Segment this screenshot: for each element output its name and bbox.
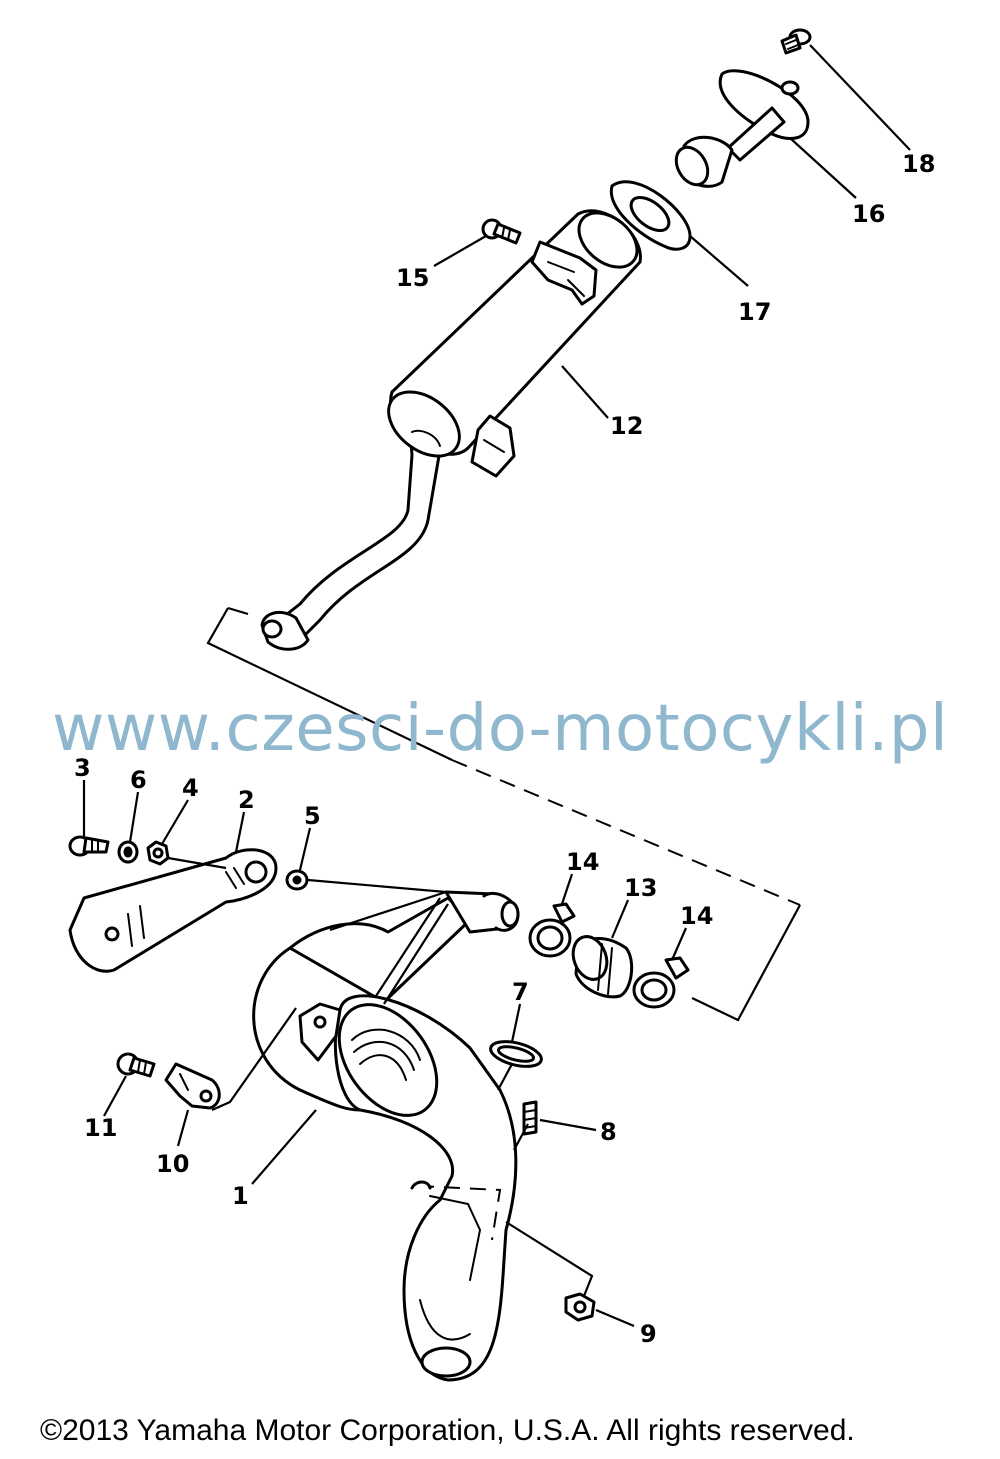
joint-13-icon <box>571 935 634 999</box>
washer-5-icon <box>285 869 309 891</box>
callout-14-left: 14 <box>566 848 599 876</box>
lower-assembly-lines <box>167 856 594 1297</box>
stay-2-icon <box>68 848 278 973</box>
callout-14-right: 14 <box>680 902 713 930</box>
washer-6-icon <box>117 840 139 864</box>
callout-9: 9 <box>640 1320 657 1348</box>
clamp-14-left-icon <box>528 902 576 958</box>
screw-18-icon <box>780 28 812 55</box>
callout-8: 8 <box>600 1118 617 1146</box>
callout-7: 7 <box>512 978 529 1006</box>
expansion-chamber <box>252 896 518 1382</box>
upper-leader-lines <box>433 44 911 419</box>
chamber-inlet-stub <box>444 890 520 934</box>
nut-4-icon <box>146 840 170 866</box>
bracket-10-icon <box>164 1062 221 1110</box>
callout-labels: 1 2 3 4 5 6 7 8 9 10 11 12 13 14 14 15 1… <box>74 150 935 1348</box>
clamp-14-right-icon <box>632 956 690 1009</box>
callout-4: 4 <box>182 774 199 802</box>
callout-18: 18 <box>902 150 935 178</box>
muffler-body <box>387 209 642 478</box>
watermark-text: www.czesci-do-motocykli.pl <box>52 692 949 766</box>
nut-9-icon <box>564 1292 596 1322</box>
callout-12: 12 <box>610 412 643 440</box>
lower-leader-lines <box>82 780 688 1328</box>
callout-16: 16 <box>852 200 885 228</box>
bolt-11-icon <box>116 1052 156 1078</box>
bolt-15-icon <box>481 218 522 245</box>
assembly-boundary-lines <box>206 606 801 1022</box>
callout-15: 15 <box>396 264 429 292</box>
callout-10: 10 <box>156 1150 189 1178</box>
o-ring-7-icon <box>489 1040 543 1068</box>
callout-11: 11 <box>84 1114 117 1142</box>
callout-17: 17 <box>738 298 771 326</box>
callout-1: 1 <box>232 1182 249 1210</box>
spark-arrester-16-icon <box>674 69 810 188</box>
callout-3: 3 <box>74 754 91 782</box>
callout-6: 6 <box>130 766 147 794</box>
callout-2: 2 <box>238 786 255 814</box>
bolt-3-icon <box>68 835 110 857</box>
callout-13: 13 <box>624 874 657 902</box>
callout-5: 5 <box>304 802 321 830</box>
muffler-inlet-pipe <box>260 426 442 651</box>
gasket-17-icon <box>609 180 692 251</box>
copyright-notice: ©2013 Yamaha Motor Corporation, U.S.A. A… <box>40 1414 855 1447</box>
